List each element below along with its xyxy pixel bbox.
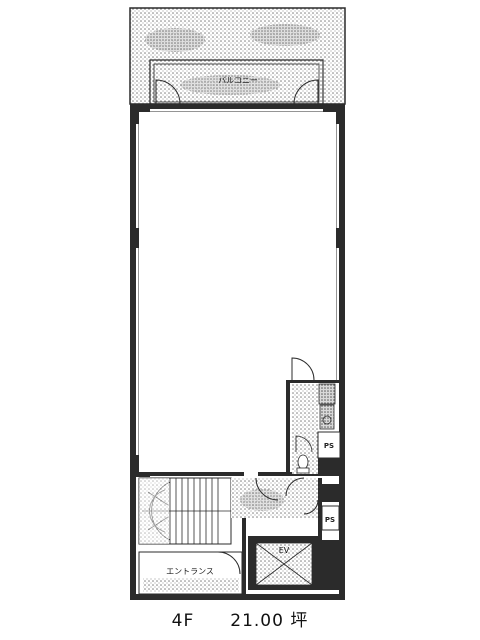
stairwell — [138, 477, 232, 545]
floor-caption: 4F 21.00 坪 — [0, 606, 480, 631]
ps-upper-label: PS — [324, 442, 334, 450]
elevator-label: EV — [279, 546, 290, 555]
balcony-doors — [155, 79, 319, 105]
entrance-hall-area — [138, 551, 243, 595]
service-core — [286, 357, 341, 476]
exterior-walls — [130, 104, 345, 600]
balcony-area — [129, 7, 346, 105]
entrance-hall-label: エントランス — [166, 567, 214, 576]
floor-label: 4F — [171, 611, 195, 631]
ps-lower-label: PS — [325, 516, 335, 524]
lower-partition — [136, 472, 318, 476]
balcony-label: バルコニー — [218, 76, 258, 85]
elevator — [248, 536, 339, 590]
corridor — [231, 477, 340, 594]
floor-area: 21.00 坪 — [230, 611, 309, 631]
